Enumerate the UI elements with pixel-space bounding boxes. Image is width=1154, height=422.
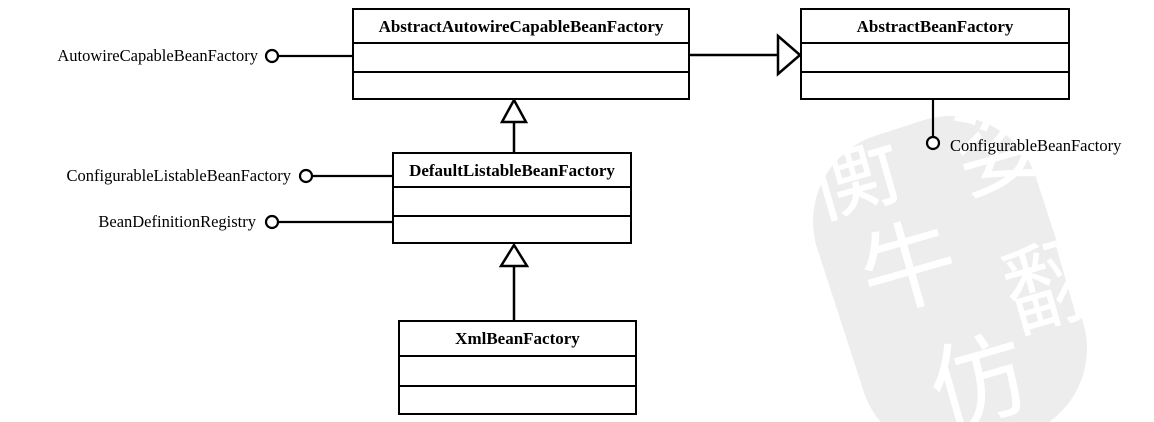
interface-lollipop-group (264, 48, 941, 230)
class-box-abstract-autowire-capable-bean-factory[interactable]: AbstractAutowireCapableBeanFactory (352, 8, 690, 100)
interface-lollipop-icon-configurable-bean-factory[interactable] (925, 135, 941, 151)
class-operations-compartment-default-listable-bean-factory (394, 217, 630, 242)
interface-lollipop-icon-configurable-listable-bean-factory[interactable] (298, 168, 314, 184)
generalization-arrowhead-xml-to-default-listable (498, 242, 530, 268)
generalization-arrowhead-default-listable-to-autowire-capable (499, 97, 529, 124)
class-box-default-listable-bean-factory[interactable]: DefaultListableBeanFactory (392, 152, 632, 244)
class-operations-compartment-abstract-bean-factory (802, 73, 1068, 98)
class-operations-compartment-xml-bean-factory (400, 387, 635, 413)
generalization-arrowhead-autowire-capable-to-abstract-bean-factory (776, 33, 802, 77)
class-name-abstract-bean-factory: AbstractBeanFactory (802, 10, 1068, 44)
class-name-xml-bean-factory: XmlBeanFactory (400, 322, 635, 357)
class-box-xml-bean-factory[interactable]: XmlBeanFactory (398, 320, 637, 415)
interface-lollipop-icon-bean-definition-registry[interactable] (264, 214, 280, 230)
class-operations-compartment-abstract-autowire-capable-bean-factory (354, 73, 688, 98)
class-attributes-compartment-abstract-bean-factory (802, 44, 1068, 73)
class-name-abstract-autowire-capable-bean-factory: AbstractAutowireCapableBeanFactory (354, 10, 688, 44)
generalization-group (498, 33, 802, 320)
interface-label-bean-definition-registry: BeanDefinitionRegistry (98, 212, 256, 231)
class-attributes-compartment-xml-bean-factory (400, 357, 635, 387)
interface-label-autowire-capable-bean-factory: AutowireCapableBeanFactory (57, 46, 258, 65)
interface-lollipop-icon-autowire-capable-bean-factory[interactable] (264, 48, 280, 64)
interface-label-configurable-bean-factory: ConfigurableBeanFactory (950, 136, 1122, 155)
interface-label-configurable-listable-bean-factory: ConfigurableListableBeanFactory (66, 166, 291, 185)
class-attributes-compartment-default-listable-bean-factory (394, 188, 630, 217)
class-attributes-compartment-abstract-autowire-capable-bean-factory (354, 44, 688, 73)
class-box-abstract-bean-factory[interactable]: AbstractBeanFactory (800, 8, 1070, 100)
class-name-default-listable-bean-factory: DefaultListableBeanFactory (394, 154, 630, 188)
